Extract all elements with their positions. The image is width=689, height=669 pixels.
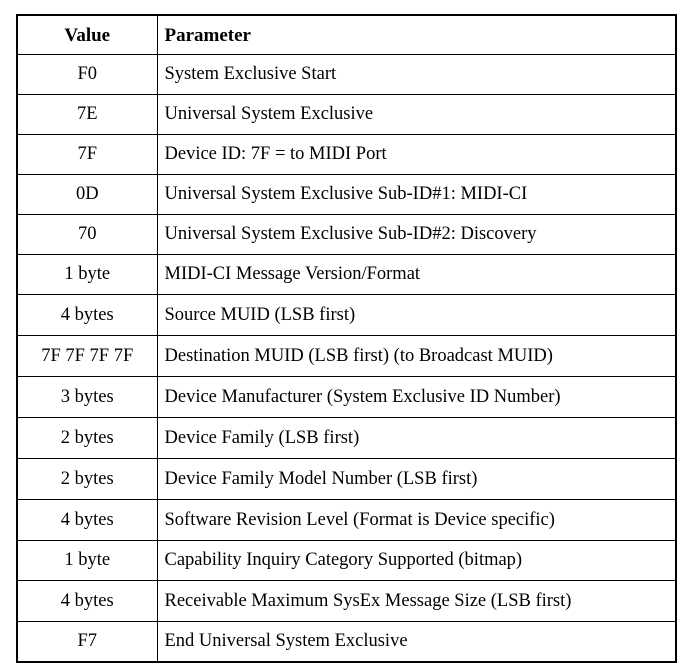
- table-row: 2 bytes Device Family (LSB first): [16, 417, 677, 459]
- row-parameter: Destination MUID (LSB first) (to Broadca…: [156, 335, 677, 377]
- row-value: 1 byte: [16, 254, 158, 295]
- table-row: 4 bytes Source MUID (LSB first): [16, 294, 677, 336]
- row-value: 0D: [16, 174, 158, 215]
- row-parameter: Device Manufacturer (System Exclusive ID…: [156, 376, 677, 418]
- table-row: 0D Universal System Exclusive Sub-ID#1: …: [16, 174, 677, 215]
- table-row: 3 bytes Device Manufacturer (System Excl…: [16, 376, 677, 418]
- row-value: F7: [16, 621, 158, 663]
- table-row: 1 byte Capability Inquiry Category Suppo…: [16, 540, 677, 581]
- row-parameter: Capability Inquiry Category Supported (b…: [156, 540, 677, 581]
- row-parameter: Universal System Exclusive Sub-ID#2: Dis…: [156, 214, 677, 255]
- table-row: 4 bytes Receivable Maximum SysEx Message…: [16, 580, 677, 622]
- parameter-table: Value Parameter F0 System Exclusive Star…: [16, 14, 677, 663]
- row-value: 1 byte: [16, 540, 158, 581]
- table-row: 7F 7F 7F 7F Destination MUID (LSB first)…: [16, 335, 677, 377]
- header-value: Value: [16, 14, 158, 55]
- table-header-row: Value Parameter: [16, 14, 677, 55]
- header-parameter: Parameter: [156, 14, 677, 55]
- row-value: 7F: [16, 134, 158, 175]
- row-value: F0: [16, 54, 158, 95]
- table-row: 70 Universal System Exclusive Sub-ID#2: …: [16, 214, 677, 255]
- table-row: 2 bytes Device Family Model Number (LSB …: [16, 458, 677, 500]
- table-row: 4 bytes Software Revision Level (Format …: [16, 499, 677, 541]
- row-parameter: Device Family (LSB first): [156, 417, 677, 459]
- table-row: F0 System Exclusive Start: [16, 54, 677, 95]
- row-parameter: Device ID: 7F = to MIDI Port: [156, 134, 677, 175]
- table-row: 7E Universal System Exclusive: [16, 94, 677, 135]
- row-parameter: Receivable Maximum SysEx Message Size (L…: [156, 580, 677, 622]
- row-value: 4 bytes: [16, 294, 158, 336]
- table-row: 1 byte MIDI-CI Message Version/Format: [16, 254, 677, 295]
- row-parameter: MIDI-CI Message Version/Format: [156, 254, 677, 295]
- row-value: 4 bytes: [16, 499, 158, 541]
- row-value: 70: [16, 214, 158, 255]
- row-parameter: Device Family Model Number (LSB first): [156, 458, 677, 500]
- row-parameter: Software Revision Level (Format is Devic…: [156, 499, 677, 541]
- row-value: 3 bytes: [16, 376, 158, 418]
- row-parameter: End Universal System Exclusive: [156, 621, 677, 663]
- row-parameter: Source MUID (LSB first): [156, 294, 677, 336]
- table-row: F7 End Universal System Exclusive: [16, 621, 677, 663]
- row-value: 7F 7F 7F 7F: [16, 335, 158, 377]
- row-parameter: Universal System Exclusive: [156, 94, 677, 135]
- row-value: 7E: [16, 94, 158, 135]
- row-value: 4 bytes: [16, 580, 158, 622]
- row-value: 2 bytes: [16, 458, 158, 500]
- row-value: 2 bytes: [16, 417, 158, 459]
- table-row: 7F Device ID: 7F = to MIDI Port: [16, 134, 677, 175]
- row-parameter: System Exclusive Start: [156, 54, 677, 95]
- row-parameter: Universal System Exclusive Sub-ID#1: MID…: [156, 174, 677, 215]
